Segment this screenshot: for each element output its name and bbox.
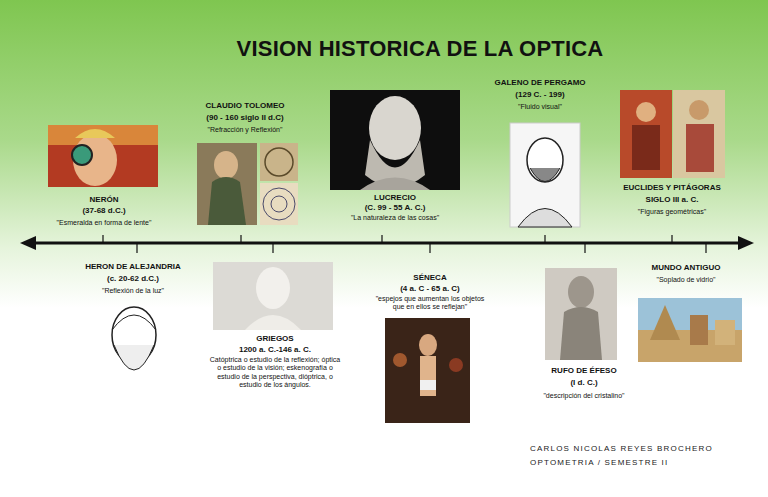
contribution-note: "Soplado de vidrio" bbox=[631, 276, 741, 284]
euclides-pitagoras-painting bbox=[620, 90, 725, 178]
date-range: (4 a. C - 65 a. C) bbox=[370, 284, 490, 294]
seneca-painting bbox=[385, 318, 470, 423]
contribution-note: Catóptrica o estudio de la reflexión; óp… bbox=[208, 356, 342, 390]
date-range: 1200 a. C.-146 a. C. bbox=[210, 345, 340, 355]
galeno-portrait bbox=[510, 123, 580, 227]
contribution-note: "Refracción y Reflexión" bbox=[180, 126, 310, 134]
author-name: CARLOS NICOLAS REYES BROCHERO bbox=[530, 444, 760, 454]
person-name: NERÓN bbox=[44, 195, 164, 205]
contribution-note: "Figuras geométricas" bbox=[607, 208, 737, 216]
date-range: SIGLO III a. C. bbox=[607, 195, 737, 205]
person-name: LUCRECIO bbox=[325, 193, 465, 203]
contribution-note: "La naturaleza de las cosas" bbox=[320, 214, 470, 222]
date-range: (90 - 160 siglo II d.C) bbox=[180, 113, 310, 123]
griegos-statue bbox=[213, 262, 333, 330]
diagram-title: VISION HISTORICA DE LA OPTICA bbox=[150, 36, 690, 62]
tolomeo-picture bbox=[197, 143, 298, 225]
era-name: MUNDO ANTIGUO bbox=[631, 263, 741, 273]
date-range: (C. 99 - 55 A. C.) bbox=[325, 203, 465, 213]
author-course: OPTOMETRIA / SEMESTRE II bbox=[530, 458, 760, 468]
person-name: GALENO DE PERGAMO bbox=[475, 78, 605, 88]
contribution-note: "Fluido visual" bbox=[475, 103, 605, 111]
rufo-statue bbox=[545, 268, 617, 360]
contribution-note: "espejos que aumentan los objetos que en… bbox=[374, 295, 486, 312]
date-range: (c. 20-62 d.C.) bbox=[68, 274, 198, 284]
heron-portrait bbox=[112, 307, 156, 370]
neron-picture bbox=[48, 125, 158, 187]
contribution-note: "descripción del cristalino" bbox=[514, 392, 654, 400]
lucrecio-bust bbox=[330, 90, 460, 190]
date-range: (I d. C.) bbox=[524, 378, 644, 388]
person-name: EUCLIDES Y PITÁGORAS bbox=[607, 183, 737, 193]
person-name: CLAUDIO TOLOMEO bbox=[180, 101, 310, 111]
contribution-note: "Reflexión de la luz" bbox=[68, 287, 198, 295]
group-name: GRIEGOS bbox=[225, 334, 325, 344]
date-range: (37-68 d.C.) bbox=[44, 206, 164, 216]
date-range: (129 C. - 199) bbox=[475, 90, 605, 100]
mundo-antiguo-picture bbox=[638, 298, 742, 362]
timeline-axis bbox=[20, 235, 754, 253]
person-name: RUFO DE ÉFESO bbox=[524, 366, 644, 376]
contribution-note: "Esmeralda en forma de lente" bbox=[34, 219, 174, 227]
person-name: HERON DE ALEJANDRIA bbox=[68, 262, 198, 272]
person-name: SÉNECA bbox=[370, 273, 490, 283]
